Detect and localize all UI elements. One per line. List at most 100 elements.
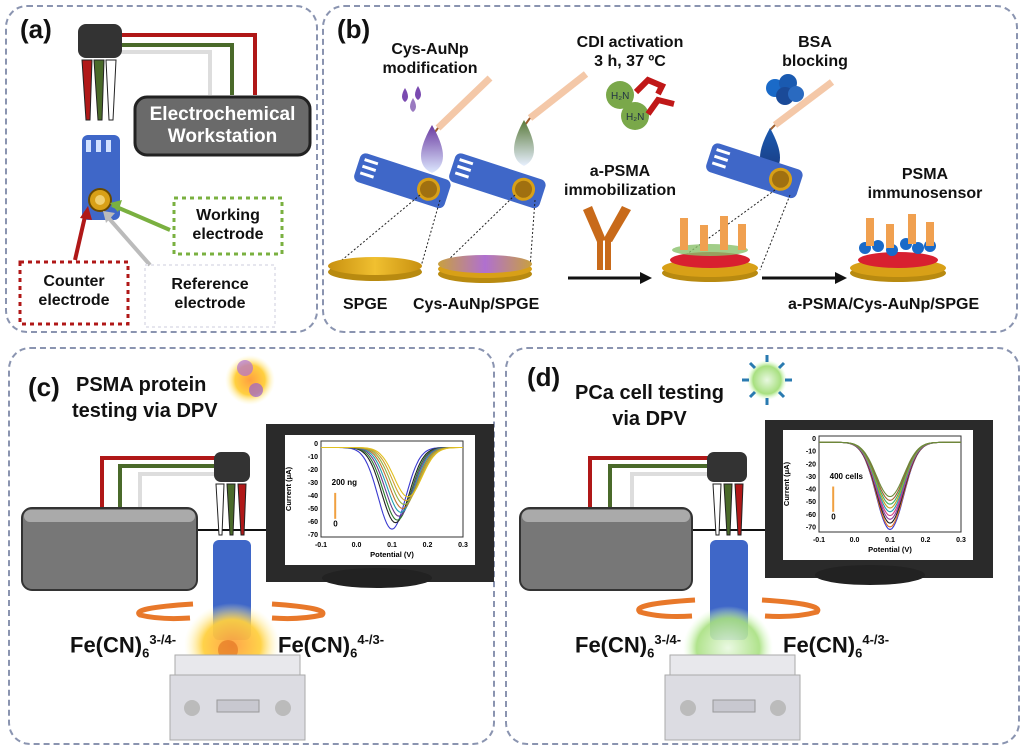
reference-wire <box>118 50 212 95</box>
step-bsa-label: BSA blocking <box>765 33 865 71</box>
redox-left-sup-d: 3-/4- <box>654 632 682 647</box>
rotation-arrows-d <box>636 597 821 619</box>
spge-label: SPGE <box>343 296 388 313</box>
dpv-series-line <box>819 441 961 498</box>
spge-disc <box>328 257 422 281</box>
panel-b <box>322 5 1018 333</box>
antibody-disc <box>662 216 758 282</box>
immunosensor-disc <box>850 214 946 282</box>
panel-c-redox-left: Fe(CN)63-/4- <box>70 632 176 661</box>
y-axis-label: Current (μA) <box>284 466 293 511</box>
redox-right-base: Fe(CN) <box>278 632 351 658</box>
electrode-strip-1 <box>354 153 451 209</box>
x-tick-label: 0.1 <box>387 542 397 549</box>
electrode-strip-2 <box>449 153 546 209</box>
plot-frame <box>320 440 464 538</box>
cys-drop-2 <box>514 120 534 166</box>
y-tick-label: -60 <box>308 519 318 526</box>
panel-a-label: (a) <box>20 14 52 44</box>
step4-line2: blocking <box>782 53 848 70</box>
cys-aunp-spge-disc <box>438 255 532 283</box>
panel-d <box>505 347 1020 745</box>
panel-a <box>5 5 318 333</box>
redox-right-sup: 4-/3- <box>357 632 385 647</box>
redox-left-base-d: Fe(CN) <box>575 632 648 658</box>
workstation-label-line1: Electrochemical <box>149 104 296 125</box>
pca-cell-icon <box>742 355 792 405</box>
x-tick-label: 0.3 <box>458 542 468 549</box>
y-tick-label: -20 <box>806 461 816 468</box>
magnetic-stirrer-d <box>664 654 801 741</box>
cys-aunp-drop <box>421 125 443 173</box>
step2-line2: 3 h, 37 ºC <box>594 53 666 70</box>
electrode-strip-3 <box>706 143 803 199</box>
counter-label-line2: electrode <box>38 292 110 309</box>
y-tick-label: -40 <box>308 493 318 500</box>
x-tick-label: 0.3 <box>956 537 966 544</box>
panel-b-process: H₂N H₂N <box>328 71 946 284</box>
workstation-box <box>133 95 312 157</box>
reference-electrode-label: Reference electrode <box>145 275 275 313</box>
x-tick-label: -0.1 <box>813 537 825 544</box>
panel-d-title-line2: via DPV <box>612 408 687 430</box>
panel-a-setup <box>18 24 312 328</box>
svg-text:H₂N: H₂N <box>626 112 644 123</box>
connector-c <box>214 452 250 482</box>
y-tick-label: -70 <box>806 524 816 531</box>
panel-b-label: (b) <box>337 14 371 44</box>
x-tick-label: -0.1 <box>315 542 327 549</box>
y-tick-label: -50 <box>806 499 816 506</box>
connector-d <box>707 452 747 482</box>
step1-line2: modification <box>382 60 478 77</box>
step3-line1: a-PSMA <box>589 163 651 180</box>
x-tick-label: 0.2 <box>921 537 931 544</box>
process-arrow-1 <box>568 272 652 284</box>
y-tick-label: -30 <box>308 480 318 487</box>
y-tick-label: 0 <box>812 436 816 443</box>
svg-text:H₂N: H₂N <box>611 91 629 102</box>
y-tick-label: 0 <box>314 441 318 448</box>
antibody-icon <box>583 206 631 270</box>
cdi-molecule-icon <box>606 76 675 130</box>
y-tick-label: -60 <box>806 512 816 519</box>
counter-electrode-label: Counter electrode <box>20 272 128 310</box>
step-cdi-label: CDI activation 3 h, 37 ºC <box>560 33 700 71</box>
y-tick-label: -10 <box>806 449 816 456</box>
pipette-icon-3 <box>769 79 835 131</box>
y-tick-label: -30 <box>806 474 816 481</box>
result-line1: PSMA <box>901 166 949 183</box>
plot-frame <box>818 435 962 533</box>
y-tick-label: -40 <box>806 487 816 494</box>
result-label: PSMA immunosensor <box>855 165 995 203</box>
dpv-series-line <box>819 441 961 531</box>
counter-wire <box>118 33 257 95</box>
workstation-d <box>519 507 693 591</box>
working-wire <box>118 43 234 95</box>
step-cys-aunp-label: Cys-AuNp modification <box>365 40 495 78</box>
panel-c-title: PSMA protein testing via DPV <box>72 372 218 424</box>
working-label-line1: Working <box>196 207 260 224</box>
magnetic-stirrer <box>169 654 306 741</box>
y-tick-label: -20 <box>308 467 318 474</box>
step-apsma-label: a-PSMA immobilization <box>560 162 680 200</box>
x-axis-label: Potential (V) <box>868 545 912 554</box>
redox-left-sup: 3-/4- <box>149 632 177 647</box>
monitor-c <box>266 424 494 588</box>
step3-line2: immobilization <box>564 182 676 199</box>
panel-d-redox-left: Fe(CN)63-/4- <box>575 632 681 661</box>
working-label-line2: electrode <box>192 226 264 243</box>
annotation-bottom: 0 <box>333 520 338 529</box>
counter-electrode-box <box>18 260 130 326</box>
x-tick-label: 0.1 <box>885 537 895 544</box>
redox-right-sup-d: 4-/3- <box>862 632 890 647</box>
panel-d-redox-right: Fe(CN)64-/3- <box>783 632 889 661</box>
annotation-top: 200 ng <box>332 478 357 487</box>
dpv-series-line <box>819 441 961 528</box>
panel-d-title-line1: PCa cell testing <box>575 382 724 404</box>
x-tick-label: 0.2 <box>423 542 433 549</box>
rotation-arrows-c <box>136 601 326 622</box>
panel-c-label: (c) <box>28 372 60 402</box>
redox-left-base: Fe(CN) <box>70 632 143 658</box>
